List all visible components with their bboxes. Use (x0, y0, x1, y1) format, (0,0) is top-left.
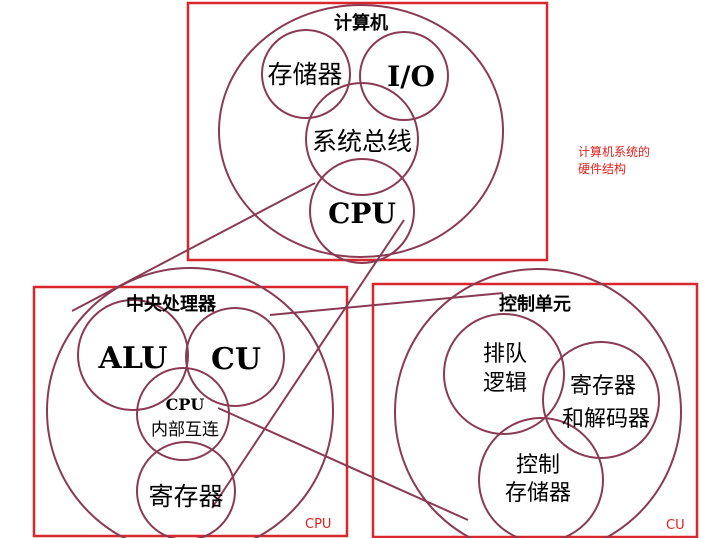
bus-circle (305, 82, 419, 196)
reg-decoder-label-line-2: 和解码器 (562, 407, 650, 432)
io-label: I/O (387, 60, 435, 93)
interconnect-label-line-2: 内部互连 (151, 420, 219, 440)
cpu-box-tag: CPU (305, 517, 331, 532)
control-memory-circle (478, 417, 604, 538)
cu-main-circle (394, 268, 682, 538)
cu-frame (371, 282, 699, 538)
alu-circle (77, 299, 189, 411)
computer-title: 计算机 (334, 12, 388, 34)
alu-label: ALU (98, 341, 168, 376)
zoom-line (217, 407, 469, 521)
cpu-main-circle (46, 267, 334, 538)
cpu-box-title: 中央处理器 (126, 293, 217, 315)
interconnect-label-line-1: CPU (166, 395, 205, 414)
cpu-label: CPU (328, 197, 396, 230)
control-memory-label-line-1: 控制 (516, 453, 560, 478)
reg-decoder-label-line-1: 寄存器 (570, 374, 636, 399)
zoom-line (269, 292, 504, 316)
zoom-line (71, 182, 316, 312)
side-note-line-2: 硬件结构 (578, 161, 626, 176)
zoom-line (211, 219, 405, 509)
sequencing-circle (443, 313, 565, 435)
memory-circle (261, 29, 351, 119)
sequencing-label-line-2: 逻辑 (483, 371, 527, 396)
side-note-line-1: 计算机系统的 (578, 144, 650, 159)
cu-box-title: 控制单元 (499, 293, 571, 315)
io-circle (359, 31, 449, 121)
interconnect-circle (136, 367, 230, 461)
computer-circle (218, 4, 504, 258)
computer-frame (186, 1, 549, 262)
control-memory-label-line-2: 存储器 (505, 481, 571, 506)
bus-label: 系统总线 (312, 127, 412, 156)
sequencing-label-line-1: 排队 (483, 342, 527, 367)
registers-circle (136, 441, 236, 538)
cu-circle (185, 307, 285, 407)
cpu-frame (32, 285, 349, 538)
cu-box-tag: CU (666, 518, 685, 533)
memory-label: 存储器 (267, 60, 342, 89)
reg-decoder-circle (542, 341, 660, 459)
cu-label: CU (211, 342, 261, 377)
registers-label: 寄存器 (148, 482, 223, 511)
cpu-circle (309, 158, 415, 264)
